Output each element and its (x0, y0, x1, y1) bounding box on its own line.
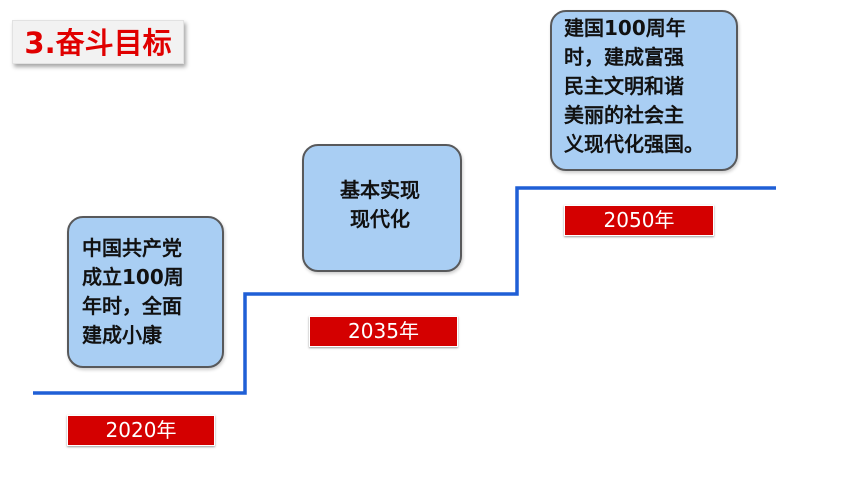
goal-text-line: 建国100周年 (564, 16, 686, 40)
goal-text-line: 基本实现 (340, 178, 420, 202)
goal-text-line: 成立100周 (82, 265, 184, 289)
goal-text-line: 建成小康 (82, 323, 162, 347)
year-badge-2020: 2020年 (67, 415, 215, 446)
goal-box-2050: 建国100周年 时，建成富强 民主文明和谐 美丽的社会主 义现代化强国。 (550, 10, 738, 171)
goal-text-line: 年时，全面 (82, 294, 182, 318)
goal-text-line: 中国共产党 (82, 236, 182, 260)
year-badge-2035: 2035年 (309, 316, 458, 347)
goal-text-line: 民主文明和谐 (564, 74, 684, 98)
goal-text-line: 义现代化强国。 (564, 132, 704, 156)
goal-box-2020: 中国共产党 成立100周 年时，全面 建成小康 (67, 216, 224, 368)
timeline-step-line (33, 186, 776, 395)
goal-text-line: 现代化 (350, 207, 410, 231)
goal-box-2035: 基本实现 现代化 (302, 144, 462, 272)
page-title: 3.奋斗目标 (12, 20, 184, 64)
year-badge-2050: 2050年 (564, 205, 714, 236)
goal-text-line: 时，建成富强 (564, 45, 684, 69)
goal-text-line: 美丽的社会主 (564, 103, 684, 127)
